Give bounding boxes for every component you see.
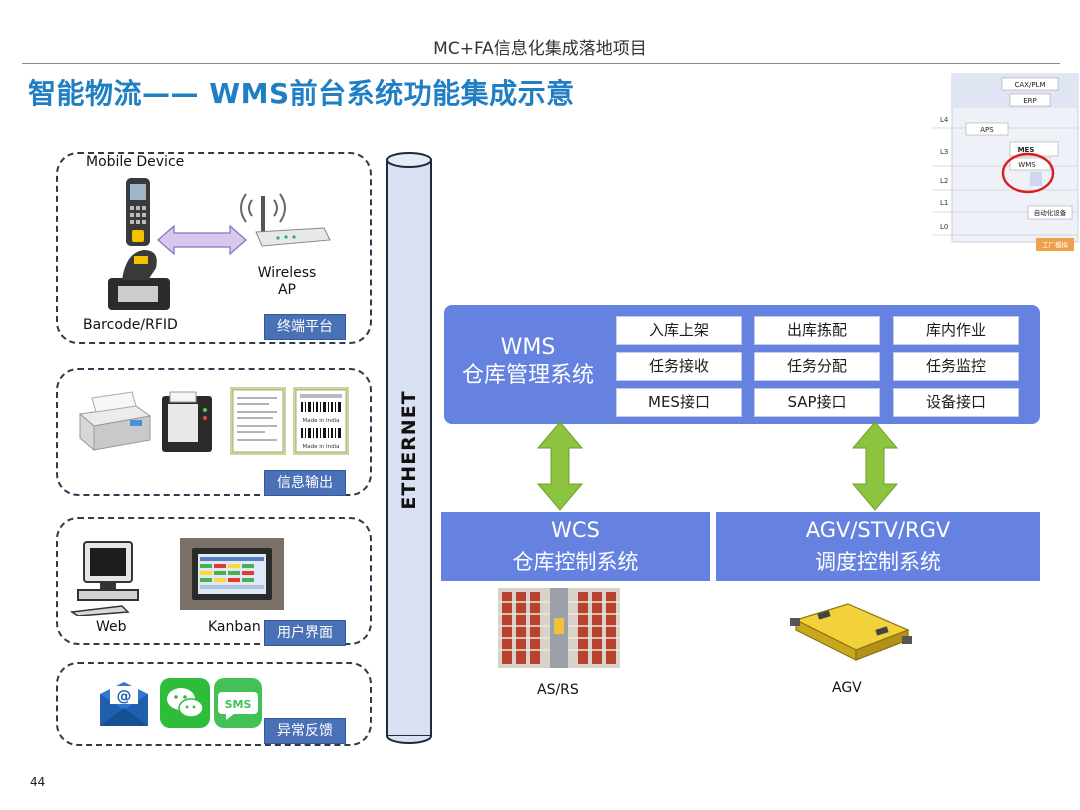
sms-icon-text: SMS xyxy=(225,698,252,711)
barcode-scanner-icon xyxy=(108,250,170,310)
alert-group-box xyxy=(56,662,372,746)
wms-wcs-arrow xyxy=(536,421,584,511)
handheld-scanner-icon xyxy=(126,178,150,246)
double-arrow-icon xyxy=(157,224,247,256)
kanban-label: Kanban xyxy=(208,619,261,635)
barcode-rfid-label: Barcode/RFID xyxy=(83,317,178,333)
alert-group-tag: 异常反馈 xyxy=(264,718,346,744)
wms-function-task-receive: 任务接收 xyxy=(616,352,742,381)
agv-dispatch-box: AGV/STV/RGV 调度控制系统 xyxy=(716,512,1040,581)
ui-group-tag: 用户界面 xyxy=(264,620,346,646)
wcs-line2: 仓库控制系统 xyxy=(512,550,639,574)
mini-box-erp: ERP xyxy=(1023,97,1037,105)
mini-box-aps: APS xyxy=(980,126,994,134)
output-group-tag: 信息输出 xyxy=(264,470,346,496)
asrs-rack-icon xyxy=(498,588,620,668)
laser-printer-icon xyxy=(78,391,152,452)
wireless-router-icon xyxy=(240,193,331,247)
wms-function-task-monitor: 任务监控 xyxy=(893,352,1019,381)
output-group-box xyxy=(56,368,372,496)
label-text-bottom: Made in India xyxy=(303,444,340,450)
mini-box-factory: 工厂模拟 xyxy=(1042,240,1069,249)
mini-level-l0: L0 xyxy=(940,223,948,231)
mini-architecture-diagram: L4 L3 L2 L1 L0 CAX/PLM ERP APS MES WMS 自… xyxy=(930,72,1080,258)
mobile-device-label: Mobile Device xyxy=(86,154,185,170)
page-number: 44 xyxy=(30,775,46,789)
label-text-top: Made in India xyxy=(303,418,340,424)
desktop-computer-icon xyxy=(70,541,139,616)
wms-function-inbound-putaway: 入库上架 xyxy=(616,316,742,345)
wireless-ap-label: Wireless AP xyxy=(257,265,317,298)
mini-level-l2: L2 xyxy=(940,177,948,185)
wms-function-outbound-picking: 出库拣配 xyxy=(754,316,880,345)
ethernet-label: ETHERNET xyxy=(398,390,420,510)
wms-function-sap-interface: SAP接口 xyxy=(754,388,880,417)
ethernet-bus xyxy=(386,152,432,744)
mini-highlight-circle xyxy=(1001,152,1055,194)
ui-group-box xyxy=(56,517,372,645)
mini-box-cax: CAX/PLM xyxy=(1015,81,1046,89)
svg-text:@: @ xyxy=(117,687,132,705)
mini-level-l1: L1 xyxy=(940,199,948,207)
label-printer-icon xyxy=(162,391,212,452)
terminal-group-tag: 终端平台 xyxy=(264,314,346,340)
web-label: Web xyxy=(96,619,127,635)
mini-box-auto: 自动化设备 xyxy=(1034,208,1067,217)
kanban-monitor-icon xyxy=(180,538,284,610)
wms-name-line2: 仓库管理系统 xyxy=(461,363,594,388)
wms-system-name: WMS 仓库管理系统 xyxy=(444,334,612,390)
shipping-document-icon xyxy=(230,387,286,455)
wechat-icon xyxy=(160,678,210,728)
mini-box-wms: WMS xyxy=(1018,161,1036,169)
sms-icon: SMS xyxy=(214,678,262,728)
wms-name-line1: WMS xyxy=(500,335,556,360)
header-divider xyxy=(22,63,1060,64)
mini-level-l3: L3 xyxy=(940,148,948,156)
email-icon: @ xyxy=(100,682,148,726)
barcode-label-icon: Made in India Made in India xyxy=(293,387,349,455)
wms-agv-arrow xyxy=(851,421,899,511)
asrs-label: AS/RS xyxy=(537,682,579,698)
mini-box-mes: MES xyxy=(1018,146,1035,154)
agv-label: AGV xyxy=(832,680,862,696)
wms-function-internal-operation: 库内作业 xyxy=(893,316,1019,345)
wcs-box: WCS 仓库控制系统 xyxy=(441,512,710,581)
agv-line2: 调度控制系统 xyxy=(815,550,941,574)
wms-function-device-interface: 设备接口 xyxy=(893,388,1019,417)
agv-line1: AGV/STV/RGV xyxy=(805,518,951,542)
header-title: MC+FA信息化集成落地项目 xyxy=(433,39,647,59)
mini-level-l4: L4 xyxy=(940,116,949,124)
wms-function-task-assign: 任务分配 xyxy=(754,352,880,381)
agv-vehicle-icon xyxy=(790,603,912,661)
wms-function-mes-interface: MES接口 xyxy=(616,388,742,417)
wcs-line1: WCS xyxy=(551,518,600,542)
slide-title: 智能物流—— WMS前台系统功能集成示意 xyxy=(28,77,575,110)
terminal-group-box xyxy=(56,152,372,344)
